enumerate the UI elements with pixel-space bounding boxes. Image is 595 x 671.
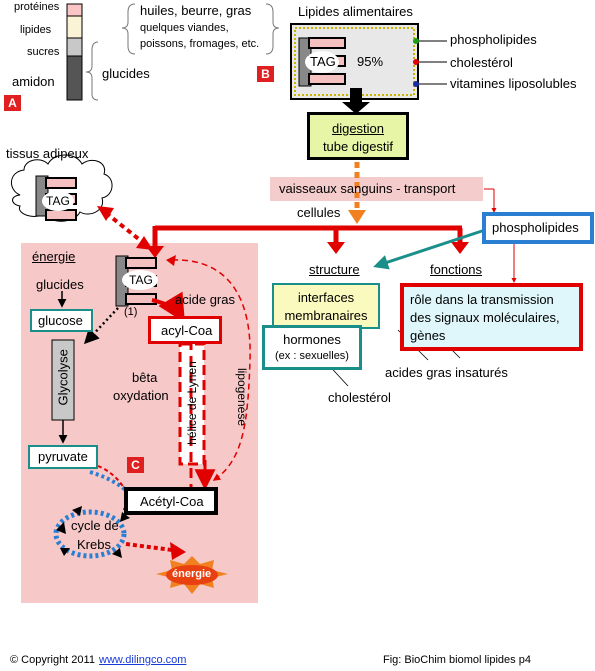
arrow-to-digestion — [342, 88, 370, 114]
krebs-label-2: Krebs — [77, 537, 111, 552]
pyruvate-label: pyruvate — [38, 449, 88, 464]
energie-title: énergie — [32, 249, 76, 264]
structure-title: structure — [309, 262, 360, 277]
badge-b: B — [257, 66, 274, 82]
transport-band — [270, 177, 483, 201]
fonctions-line2: des signaux moléculaires, — [410, 310, 560, 325]
digestion-label: digestion — [331, 121, 385, 136]
bar-proteines — [66, 3, 83, 17]
label-amidon: amidon — [12, 74, 55, 89]
fonctions-box: rôle dans la transmission des signaux mo… — [400, 283, 583, 351]
acetyl-coa-box: Acétyl-Coa — [124, 487, 218, 515]
footer-link[interactable]: www.dilingco.com — [99, 654, 187, 666]
interfaces-line1: interfaces — [297, 290, 355, 305]
tag-label-c: TAG — [129, 273, 153, 287]
label-glucides-a: glucides — [102, 66, 150, 81]
krebs-cycle-ring — [53, 509, 127, 559]
cellules-label: cellules — [297, 205, 341, 220]
transport-label: vaisseaux sanguins - transport — [279, 181, 456, 196]
tissus-adipeux-label: tissus adipeux — [6, 146, 89, 161]
acyl-coa-label: acyl-Coa — [161, 323, 213, 338]
tag-ellipse-b — [305, 51, 339, 73]
energie-burst-label: énergie — [172, 568, 212, 580]
brace-fats — [121, 3, 136, 55]
copyright-text: © Copyright 2011 — [10, 654, 95, 666]
lynen-label: hélice de Lynen — [185, 361, 199, 445]
krebs-label-1: cycle de — [71, 518, 119, 533]
interfaces-line2: membranaires — [284, 308, 368, 323]
percent-label: 95% — [357, 54, 384, 69]
acide-gras-label: acide gras — [175, 292, 235, 307]
vitamines-label: vitamines liposolubles — [450, 76, 577, 91]
cholesterol-label-b: cholestérol — [450, 55, 513, 70]
label-lipides: lipides — [20, 24, 52, 36]
oxydation-label: oxydation — [113, 388, 169, 403]
acetyl-coa-label: Acétyl-Coa — [140, 494, 204, 509]
glucose-label: glucose — [38, 313, 83, 328]
phospholipides-label-b: phospholipides — [450, 32, 537, 47]
phospholipides-label: phospholipides — [492, 220, 579, 235]
cholesterol-label: cholestérol — [328, 390, 391, 405]
note-1: (1) — [124, 306, 138, 318]
bar-sucres — [66, 37, 83, 57]
pyruvate-box: pyruvate — [28, 445, 98, 469]
label-proteines: protéines — [14, 1, 60, 13]
glucides-label: glucides — [36, 277, 84, 292]
fonctions-title: fonctions — [430, 262, 483, 277]
hormones-box: hormones (ex : sexuelles) — [262, 325, 362, 370]
fonctions-line3: gènes — [410, 328, 446, 343]
digestion-box: digestion tube digestif — [307, 112, 409, 160]
fonctions-line1: rôle dans la transmission — [410, 292, 554, 307]
badge-a: A — [4, 95, 21, 111]
label-sucres: sucres — [27, 46, 60, 58]
badge-c: C — [127, 457, 144, 473]
phospholipides-box: phospholipides — [482, 212, 594, 244]
beta-label: bêta — [132, 370, 158, 385]
tag-label-b: TAG — [310, 54, 336, 69]
lipides-alimentaires-title: Lipides alimentaires — [298, 4, 413, 19]
fat-sources-line1: huiles, beurre, gras — [140, 3, 252, 18]
hormones-line1: hormones — [283, 332, 341, 347]
interfaces-box: interfaces membranaires — [272, 283, 380, 329]
bar-amidon — [66, 55, 83, 101]
hormones-line2: (ex : sexuelles) — [275, 350, 349, 362]
brace-glucides — [85, 41, 99, 101]
glucose-box: glucose — [30, 309, 93, 332]
tag-label-cloud: TAG — [46, 194, 70, 208]
fat-sources-line3: poissons, fromages, etc. — [140, 38, 260, 50]
acides-gras-insatures-label: acides gras insaturés — [385, 365, 508, 380]
brace-fats-right — [265, 3, 280, 55]
fat-sources-line2: quelques viandes, — [140, 22, 229, 34]
acyl-coa-box: acyl-Coa — [148, 316, 222, 344]
bar-lipides — [66, 15, 83, 39]
figure-caption: Fig: BioChim biomol lipides p4 — [383, 654, 531, 666]
glycolyse-label: Glycolyse — [55, 349, 71, 406]
tube-digestif-label: tube digestif — [322, 139, 394, 154]
lipogenese-label: lipogenèse — [235, 367, 249, 427]
